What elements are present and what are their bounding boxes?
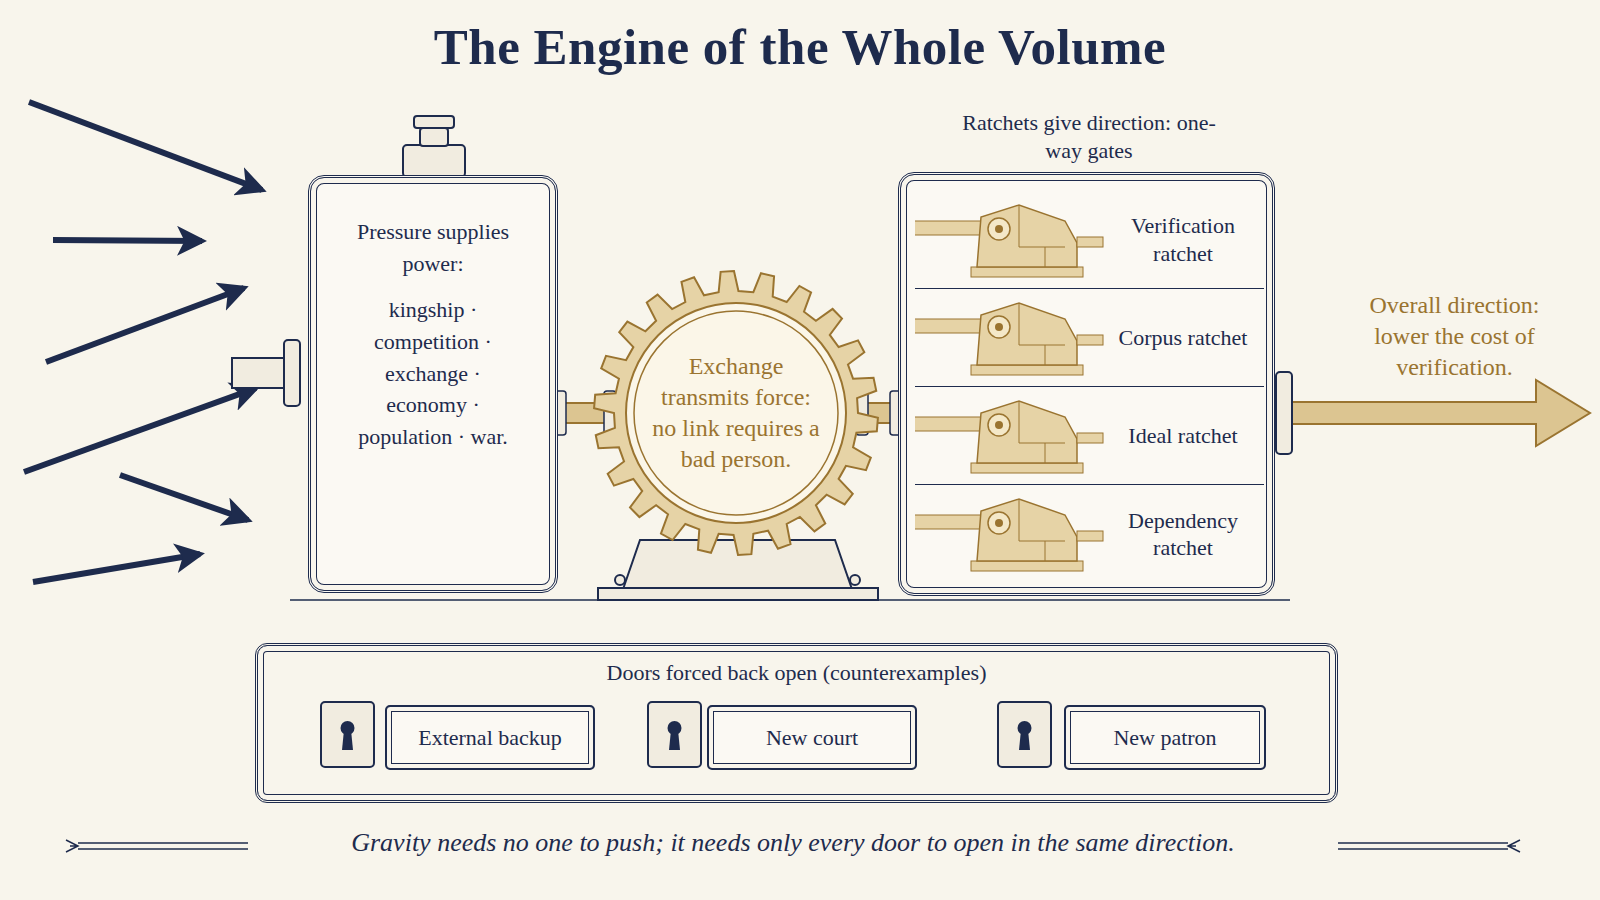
caption: Gravity needs no one to push; it needs o… — [250, 828, 1336, 858]
plaque-label: New court — [758, 725, 866, 751]
inlet-pipe — [232, 340, 300, 406]
box-heading: Pressure supplies power: — [333, 216, 533, 280]
exchange-gear: Exchange transmits force: no link requir… — [593, 270, 879, 556]
pressure-arrows — [24, 102, 262, 582]
doors-panel: External backup New court New patron Doors … — [255, 643, 1338, 803]
gear-text: Exchange transmits force: no link requir… — [648, 351, 824, 476]
plaque-label: New patron — [1105, 725, 1224, 751]
panel-heading: Doors forced back open (counterexamples) — [258, 660, 1335, 686]
door-plaque: New patron — [1064, 705, 1266, 770]
ratchet-label: Verification ratchet — [1113, 212, 1253, 267]
ratchet-cell: Ideal ratchet — [915, 387, 1264, 485]
ratchet-symbol — [915, 191, 1107, 289]
plaque-label: External backup — [410, 725, 570, 751]
gear-outline — [593, 270, 879, 556]
output-arrow — [1276, 372, 1590, 454]
ratchet-label: Ideal ratchet — [1113, 422, 1253, 450]
ratchet-label: Corpus ratchet — [1113, 324, 1253, 352]
door-plaque: New court — [707, 705, 917, 770]
ratchet-cell: Corpus ratchet — [915, 289, 1264, 387]
ratchet-cell: Dependency ratchet — [915, 485, 1264, 583]
ratchet-symbol — [915, 485, 1107, 583]
direction-label: Overall direction: lower the cost of ver… — [1352, 290, 1557, 384]
ratchet-symbol — [915, 289, 1107, 387]
pressure-cap — [403, 116, 465, 177]
title: The Engine of the Whole Volume — [0, 18, 1600, 76]
ratchet-symbol — [915, 387, 1107, 485]
pressure-list: kingship · competition · exchange · econ… — [358, 294, 508, 453]
ratchet-label: Dependency ratchet — [1113, 507, 1253, 562]
pressure-box: Pressure supplies power: kingship · compe… — [308, 175, 558, 593]
ratchet-housing: Verification ratchetCorpus ratchetIdeal … — [898, 172, 1275, 596]
housing-heading: Ratchets give direction: one-way gates — [959, 109, 1219, 164]
door-plaque: External backup — [385, 705, 595, 770]
ratchet-cell: Verification ratchet — [915, 191, 1264, 289]
